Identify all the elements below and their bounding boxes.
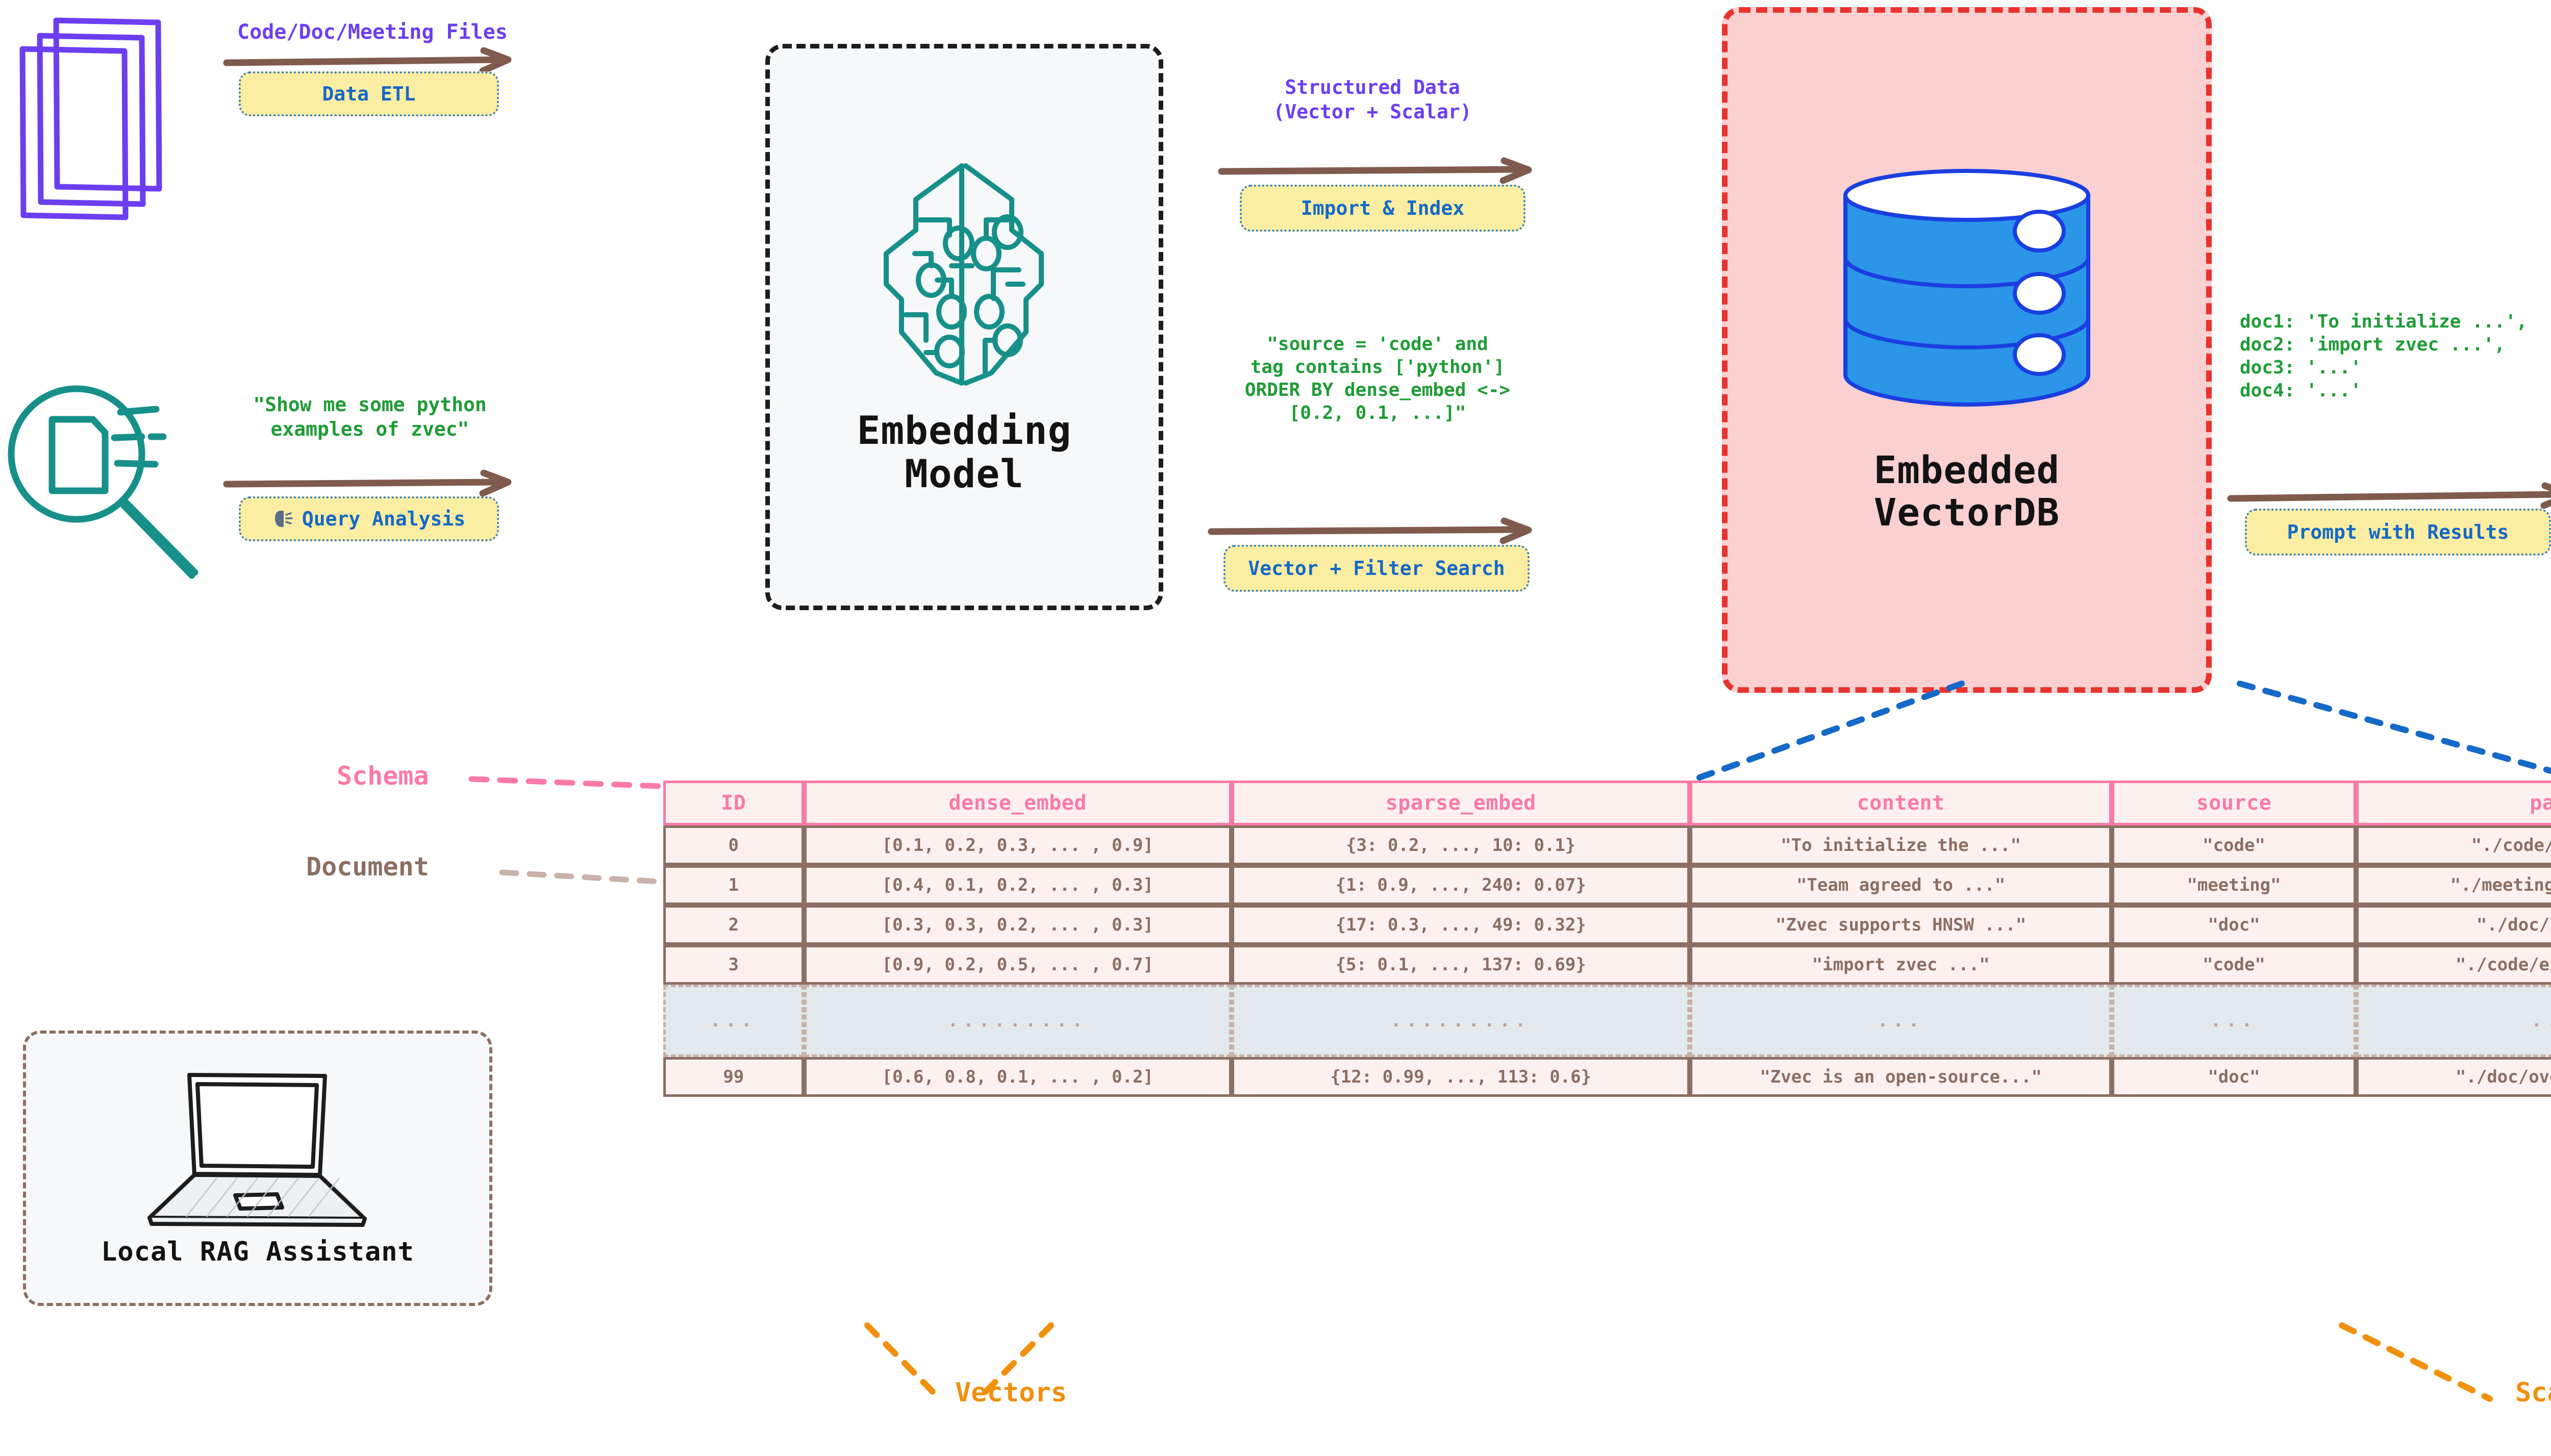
callout-schema-leader bbox=[468, 773, 673, 793]
arrow-search bbox=[1208, 517, 1541, 545]
table-header-row: ID dense_embed sparse_embed content sour… bbox=[663, 781, 2551, 825]
edge-label-ingest: Code/Doc/Meeting Files bbox=[237, 20, 508, 44]
database-cylinder-icon bbox=[1839, 166, 2094, 421]
node-local-rag-assistant[interactable]: Local RAG Assistant bbox=[23, 1031, 492, 1306]
column-header-path[interactable]: path bbox=[2356, 781, 2551, 825]
table-row[interactable]: 2 [0.3, 0.3, 0.2, ... , 0.3] {17: 0.3, .… bbox=[663, 905, 2551, 945]
callout-document: Document bbox=[306, 852, 429, 882]
cell-path: "./code/example.py" bbox=[2356, 945, 2551, 985]
callout-vectors: Vectors bbox=[955, 1377, 1067, 1408]
cell-content: ... bbox=[1690, 985, 2112, 1057]
cell-path: "./code/main.py" bbox=[2356, 825, 2551, 865]
arrow-ingest bbox=[223, 47, 520, 74]
table-row[interactable]: 0 [0.1, 0.2, 0.3, ... , 0.9] {3: 0.2, ..… bbox=[663, 825, 2551, 865]
cell-dense-embed: [0.1, 0.2, 0.3, ... , 0.9] bbox=[804, 825, 1232, 865]
cell-source: "meeting" bbox=[2111, 865, 2357, 905]
chip-vector-filter-search[interactable]: Vector + Filter Search bbox=[1223, 545, 1530, 592]
documents-stack-icon bbox=[10, 15, 230, 250]
node-local-rag-assistant-title: Local RAG Assistant bbox=[101, 1236, 414, 1267]
cell-path: ... bbox=[2356, 985, 2551, 1057]
cell-content: "Zvec is an open-source..." bbox=[1690, 1057, 2112, 1097]
arrow-query bbox=[223, 469, 520, 497]
cell-path: "./doc/overview.md" bbox=[2356, 1057, 2551, 1097]
node-embedding-model-title: Embedding Model bbox=[857, 407, 1072, 496]
chip-data-etl-label: Data ETL bbox=[322, 83, 416, 105]
cell-id: 1 bbox=[663, 865, 804, 905]
laptop-icon bbox=[140, 1070, 375, 1228]
cell-sparse-embed: {17: 0.3, ..., 49: 0.32} bbox=[1232, 905, 1690, 945]
column-header-sparse-embed[interactable]: sparse_embed bbox=[1232, 781, 1690, 825]
cell-source: "code" bbox=[2111, 945, 2357, 985]
chip-data-etl[interactable]: Data ETL bbox=[239, 71, 499, 116]
cell-dense-embed: ......... bbox=[804, 985, 1232, 1057]
column-header-content[interactable]: content bbox=[1690, 781, 2112, 825]
edge-label-prompt: doc1: 'To initialize ...', doc2: 'import… bbox=[2240, 311, 2528, 401]
cell-id: ... bbox=[663, 985, 804, 1057]
chip-query-analysis[interactable]: Query Analysis bbox=[239, 496, 499, 541]
table-row-ellipsis: ... ......... ......... ... ... ... ... … bbox=[663, 985, 2551, 1057]
cell-sparse-embed: {1: 0.9, ..., 240: 0.07} bbox=[1232, 865, 1690, 905]
cell-source: "doc" bbox=[2111, 1057, 2357, 1097]
cell-dense-embed: [0.9, 0.2, 0.5, ... , 0.7] bbox=[804, 945, 1232, 985]
edge-label-search: "source = 'code' and tag contains ['pyth… bbox=[1244, 334, 1511, 423]
cell-id: 99 bbox=[663, 1057, 804, 1097]
callout-schema: Schema bbox=[337, 761, 429, 791]
cell-sparse-embed: {3: 0.2, ..., 10: 0.1} bbox=[1232, 825, 1690, 865]
node-vector-db[interactable]: Embedded VectorDB bbox=[1722, 7, 2212, 693]
column-header-source[interactable]: source bbox=[2111, 781, 2357, 825]
brain-circuit-icon bbox=[855, 159, 1074, 388]
chip-vector-filter-search-label: Vector + Filter Search bbox=[1248, 557, 1505, 580]
cell-dense-embed: [0.3, 0.3, 0.2, ... , 0.3] bbox=[804, 905, 1232, 945]
chip-prompt-with-results-label: Prompt with Results bbox=[2287, 521, 2509, 543]
cell-content: "Team agreed to ..." bbox=[1690, 865, 2112, 905]
cell-id: 3 bbox=[663, 945, 804, 985]
arrow-import bbox=[1218, 157, 1541, 185]
table-row[interactable]: 3 [0.9, 0.2, 0.5, ... , 0.7] {5: 0.1, ..… bbox=[663, 945, 2551, 985]
vectors-brace bbox=[857, 1321, 1173, 1423]
cell-source: ... bbox=[2111, 985, 2357, 1057]
schema-table-wrapper: ID dense_embed sparse_embed content sour… bbox=[663, 781, 2551, 1097]
cell-id: 2 bbox=[663, 905, 804, 945]
cell-dense-embed: [0.6, 0.8, 0.1, ... , 0.2] bbox=[804, 1057, 1232, 1097]
callout-document-leader bbox=[499, 867, 673, 888]
chip-query-analysis-label: Query Analysis bbox=[302, 508, 466, 530]
scalar-fields-brace bbox=[2133, 1321, 2551, 1423]
cell-content: "Zvec supports HNSW ..." bbox=[1690, 905, 2112, 945]
cell-sparse-embed: {5: 0.1, ..., 137: 0.69} bbox=[1232, 945, 1690, 985]
cell-dense-embed: [0.4, 0.1, 0.2, ... , 0.3] bbox=[804, 865, 1232, 905]
cell-content: "To initialize the ..." bbox=[1690, 825, 2112, 865]
cell-path: "./meeting/01-10.md" bbox=[2356, 865, 2551, 905]
node-vector-db-title: Embedded VectorDB bbox=[1873, 448, 2060, 535]
chip-import-index-label: Import & Index bbox=[1300, 197, 1465, 219]
chip-import-index[interactable]: Import & Index bbox=[1240, 185, 1525, 232]
edge-label-import: Structured Data (Vector + Scalar) bbox=[1273, 76, 1472, 123]
cell-id: 0 bbox=[663, 825, 804, 865]
cell-source: "doc" bbox=[2111, 905, 2357, 945]
vectordb-table-connector bbox=[1684, 679, 2551, 786]
cell-path: "./doc/zvec.md" bbox=[2356, 905, 2551, 945]
column-header-id[interactable]: ID bbox=[663, 781, 804, 825]
schema-table[interactable]: ID dense_embed sparse_embed content sour… bbox=[663, 781, 2551, 1097]
node-embedding-model[interactable]: Embedding Model bbox=[765, 44, 1163, 610]
document-search-icon bbox=[5, 372, 219, 587]
cell-content: "import zvec ..." bbox=[1690, 945, 2112, 985]
cell-sparse-embed: {12: 0.99, ..., 113: 0.6} bbox=[1232, 1057, 1690, 1097]
column-header-dense-embed[interactable]: dense_embed bbox=[804, 781, 1232, 825]
table-row[interactable]: 1 [0.4, 0.1, 0.2, ... , 0.3] {1: 0.9, ..… bbox=[663, 865, 2551, 905]
speaking-head-icon bbox=[272, 508, 295, 530]
table-row[interactable]: 99 [0.6, 0.8, 0.1, ... , 0.2] {12: 0.99,… bbox=[663, 1057, 2551, 1097]
chip-prompt-with-results[interactable]: Prompt with Results bbox=[2245, 509, 2551, 556]
cell-source: "code" bbox=[2111, 825, 2357, 865]
arrow-prompt bbox=[2227, 482, 2551, 509]
edge-label-query: "Show me some python examples of zvec" bbox=[253, 393, 487, 440]
cell-sparse-embed: ......... bbox=[1232, 985, 1690, 1057]
callout-scalar-fields: Scalar Fields bbox=[2515, 1377, 2551, 1408]
